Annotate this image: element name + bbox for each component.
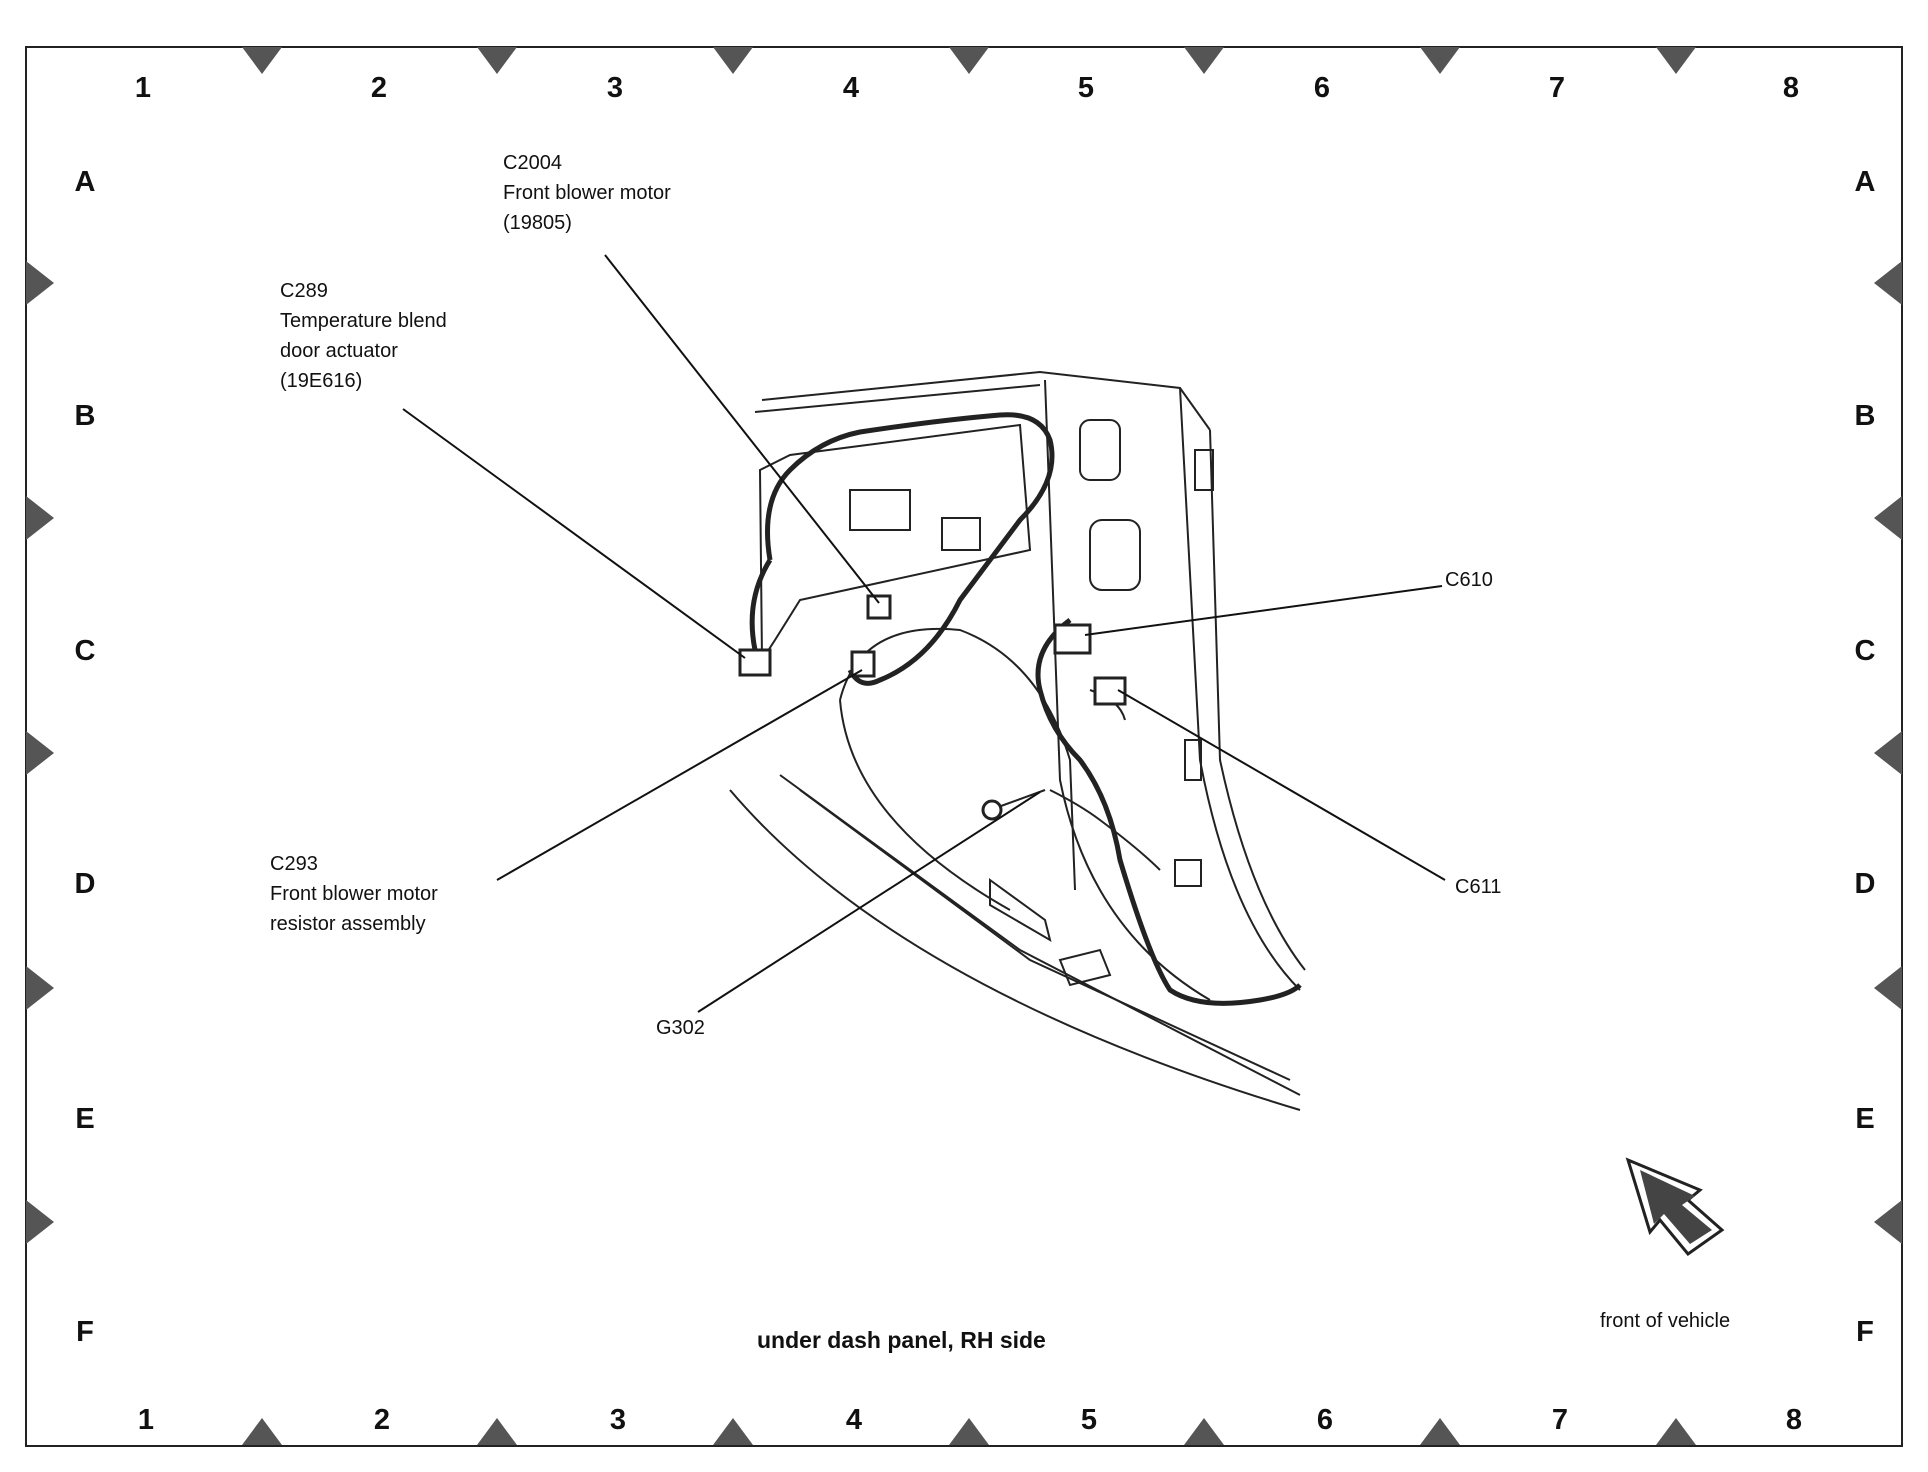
callout-c610: C610 — [1445, 565, 1493, 595]
callout-c2004-line1: Front blower motor — [503, 182, 671, 204]
right-edge-marker — [1874, 1200, 1902, 1244]
leader-c611 — [1117, 689, 1446, 881]
callout-c289-id: C289 — [280, 280, 328, 302]
column-label-top-7: 7 — [1548, 72, 1566, 104]
row-label-left-B: B — [74, 400, 96, 432]
callout-c2004: C2004 Front blower motor (19805) — [503, 148, 671, 238]
bottom-edge-marker — [949, 1418, 989, 1445]
right-edge-marker — [1874, 731, 1902, 775]
callout-c2004-line2: (19805) — [503, 212, 572, 234]
callout-c2004-id: C2004 — [503, 152, 562, 174]
column-label-bottom-1: 1 — [137, 1404, 155, 1436]
leader-c2004 — [604, 254, 880, 604]
callout-c289: C289 Temperature blend door actuator (19… — [280, 276, 447, 396]
column-label-bottom-4: 4 — [845, 1404, 863, 1436]
column-label-top-4: 4 — [842, 72, 860, 104]
row-label-right-F: F — [1856, 1316, 1874, 1348]
bottom-edge-marker — [1420, 1418, 1460, 1445]
row-label-left-C: C — [74, 635, 96, 667]
bottom-edge-marker — [1656, 1418, 1696, 1445]
housing-panel — [849, 489, 911, 531]
callout-c293-line2: resistor assembly — [270, 913, 426, 935]
left-edge-marker — [26, 496, 54, 540]
top-edge-marker — [1656, 47, 1696, 74]
top-edge-marker — [949, 47, 989, 74]
callout-c611: C611 — [1455, 872, 1501, 902]
leader-c610 — [1084, 585, 1443, 636]
bottom-edge-marker — [477, 1418, 517, 1445]
connector-c289 — [738, 648, 772, 677]
callout-c289-line2: door actuator — [280, 340, 398, 362]
connector-c293 — [850, 650, 876, 678]
top-edge-marker — [1184, 47, 1224, 74]
callout-c610-id: C610 — [1445, 569, 1493, 591]
top-edge-marker — [1420, 47, 1460, 74]
a-pillar — [1044, 379, 1211, 1001]
row-label-right-B: B — [1854, 400, 1876, 432]
callout-g302-id: G302 — [656, 1017, 705, 1039]
leader-lines — [402, 254, 1446, 1013]
bottom-edge-marker — [1184, 1418, 1224, 1445]
connector-c610 — [1053, 623, 1092, 655]
grid-markers — [26, 47, 1902, 1445]
callout-c611-id: C611 — [1455, 876, 1502, 898]
leader-g302 — [697, 791, 1041, 1013]
column-label-top-8: 8 — [1782, 72, 1800, 104]
column-label-top-1: 1 — [134, 72, 152, 104]
left-edge-marker — [26, 1200, 54, 1244]
row-label-right-D: D — [1854, 868, 1876, 900]
callout-c293-line1: Front blower motor — [270, 883, 438, 905]
column-label-top-5: 5 — [1077, 72, 1095, 104]
top-edge-marker — [713, 47, 753, 74]
row-label-left-E: E — [75, 1103, 95, 1135]
left-edge-marker — [26, 731, 54, 775]
connector-c2004 — [866, 594, 892, 620]
column-label-bottom-2: 2 — [373, 1404, 391, 1436]
row-label-left-A: A — [74, 166, 96, 198]
row-label-left-D: D — [74, 868, 96, 900]
callout-c293-id: C293 — [270, 853, 318, 875]
row-label-right-C: C — [1854, 635, 1876, 667]
ground-g302 — [981, 799, 1003, 821]
row-label-left-F: F — [76, 1316, 94, 1348]
top-edge-marker — [477, 47, 517, 74]
top-edge-marker — [242, 47, 282, 74]
callout-c293: C293 Front blower motor resistor assembl… — [270, 849, 438, 939]
column-label-bottom-5: 5 — [1080, 1404, 1098, 1436]
column-label-bottom-8: 8 — [1785, 1404, 1803, 1436]
leader-c293 — [496, 669, 863, 881]
column-label-bottom-7: 7 — [1551, 1404, 1569, 1436]
leader-c289 — [402, 408, 746, 659]
row-label-right-A: A — [1854, 166, 1876, 198]
orientation-label: front of vehicle — [1600, 1310, 1731, 1332]
column-label-bottom-6: 6 — [1316, 1404, 1334, 1436]
right-edge-marker — [1874, 496, 1902, 540]
connector-c611 — [1093, 676, 1127, 706]
under-dash-drawing — [729, 370, 1306, 1111]
wiring-harness-lower — [1035, 618, 1302, 1006]
right-edge-marker — [1874, 261, 1902, 305]
arrow-icon — [1625, 1157, 1725, 1257]
column-label-top-6: 6 — [1313, 72, 1331, 104]
column-label-top-2: 2 — [370, 72, 388, 104]
left-edge-marker — [26, 966, 54, 1010]
view-title: under dash panel, RH side — [757, 1327, 1046, 1353]
right-edge-marker — [1874, 966, 1902, 1010]
callout-c289-line1: Temperature blend — [280, 310, 447, 332]
wiring-harness-upper — [765, 412, 1055, 686]
row-label-right-E: E — [1855, 1103, 1875, 1135]
left-edge-marker — [26, 261, 54, 305]
bottom-edge-marker — [713, 1418, 753, 1445]
housing-port — [941, 517, 981, 551]
column-label-bottom-3: 3 — [609, 1404, 627, 1436]
callout-c289-line3: (19E616) — [280, 370, 363, 392]
callout-g302: G302 — [656, 1013, 705, 1043]
column-label-top-3: 3 — [606, 72, 624, 104]
bottom-edge-marker — [242, 1418, 282, 1445]
pillar-cutout — [1089, 519, 1141, 591]
